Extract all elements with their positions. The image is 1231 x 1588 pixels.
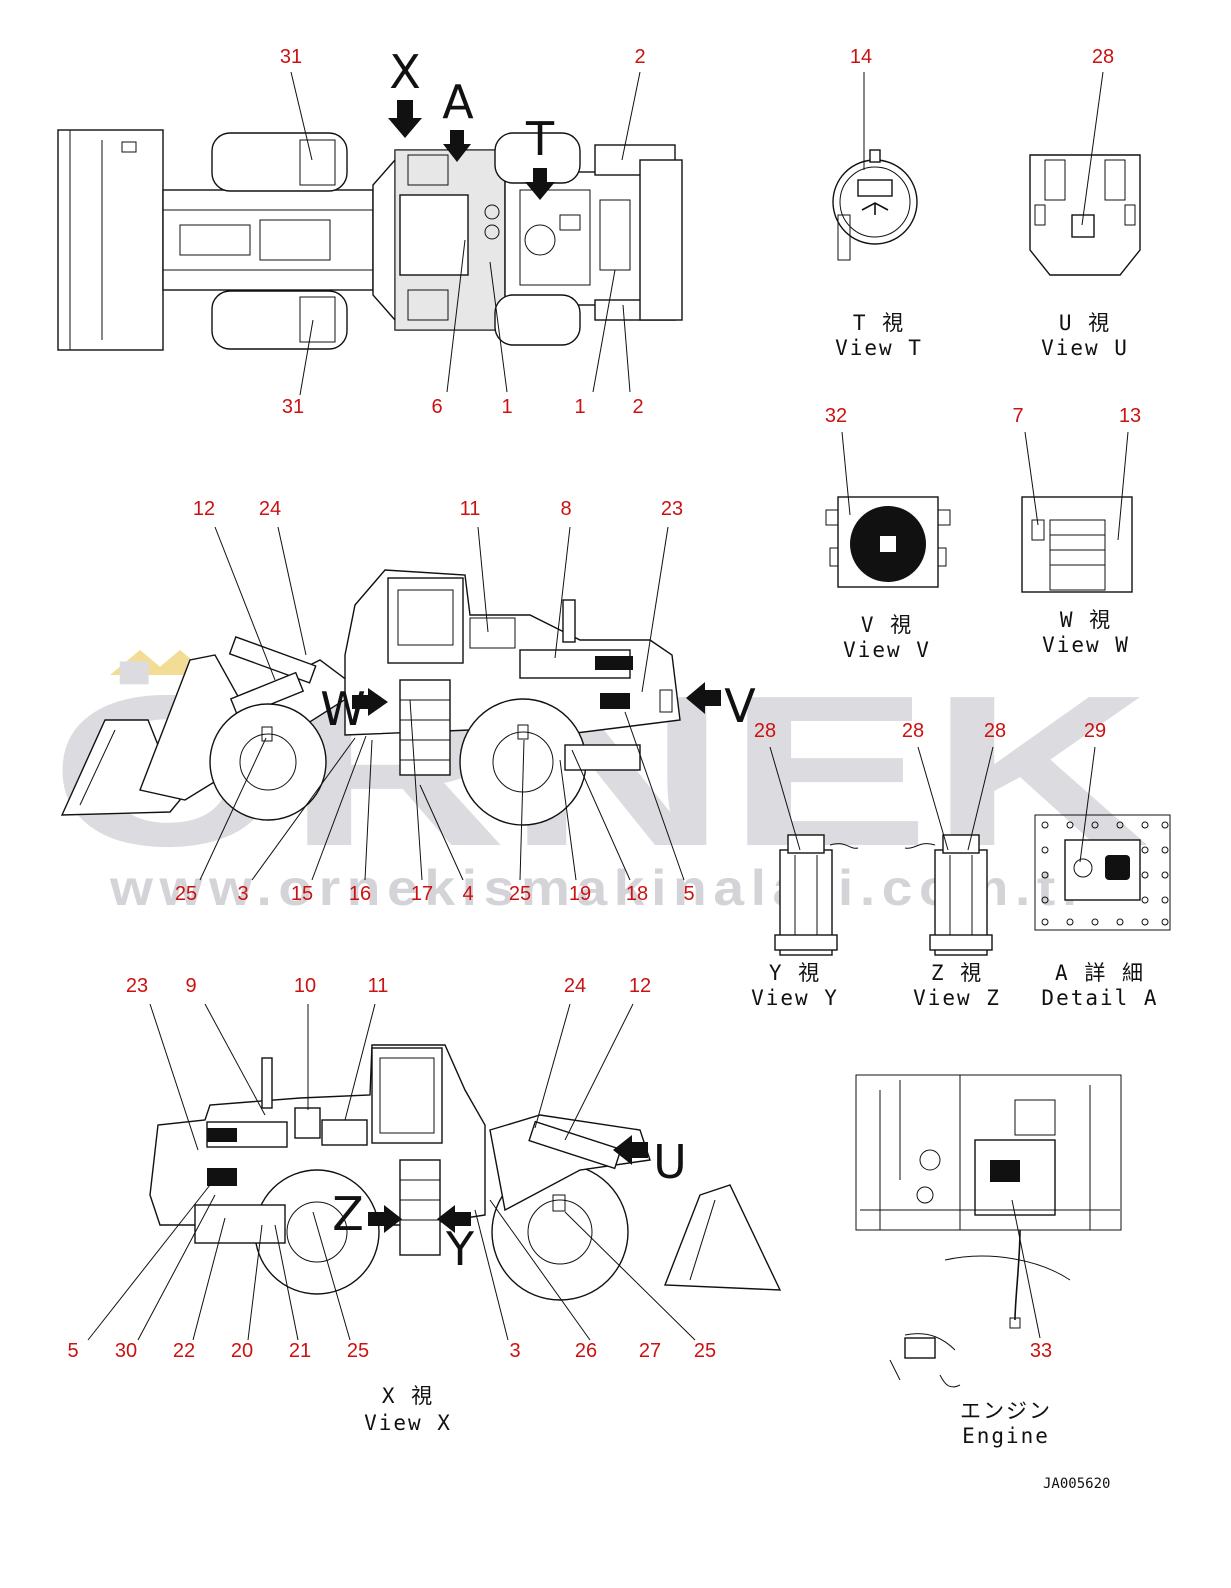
callout-engine-33: 33	[1030, 1340, 1052, 1362]
callout-top-6: 6	[431, 396, 442, 418]
callout-side-17: 17	[411, 883, 433, 905]
view-letter-u: U	[653, 1135, 687, 1189]
callout-side-25a: 25	[175, 883, 197, 905]
callout-x-20: 20	[231, 1340, 253, 1362]
callout-side-3: 3	[237, 883, 248, 905]
detail-a-caption-en: Detail A	[1041, 986, 1158, 1010]
view-x-caption-jp: X 視	[382, 1384, 434, 1408]
view-letter-t: T	[525, 112, 555, 166]
arrow-v	[686, 682, 721, 714]
callout-top-1a: 1	[501, 396, 512, 418]
view-y-diagram	[774, 834, 859, 956]
callout-y-28: 28	[754, 720, 776, 742]
arrow-x	[388, 100, 422, 138]
callout-w-13: 13	[1119, 405, 1141, 427]
callout-side-8: 8	[560, 498, 571, 520]
view-z-caption-en: View Z	[913, 986, 1001, 1010]
arrow-a	[443, 130, 471, 162]
callout-top-1b: 1	[574, 396, 585, 418]
view-u-caption-jp: U 視	[1059, 311, 1111, 335]
callout-x-26: 26	[575, 1340, 597, 1362]
top-view-diagram	[57, 129, 683, 351]
callout-x-5: 5	[67, 1340, 78, 1362]
view-letter-z: Z	[332, 1187, 364, 1241]
arrow-u	[613, 1135, 648, 1165]
view-w-diagram	[1021, 496, 1133, 593]
callout-side-12: 12	[193, 498, 215, 520]
callout-x-27: 27	[639, 1340, 661, 1362]
view-y-caption-en: View Y	[751, 986, 839, 1010]
view-t-diagram	[832, 149, 918, 261]
callout-top-31a: 31	[280, 46, 302, 68]
callout-top-2b: 2	[632, 396, 643, 418]
view-w-caption-en: View W	[1042, 633, 1130, 657]
callout-x-25a: 25	[347, 1340, 369, 1362]
callout-x-25b: 25	[694, 1340, 716, 1362]
callout-x-11: 11	[368, 975, 389, 997]
view-v-caption-jp: V 視	[861, 613, 913, 637]
callout-top-2a: 2	[634, 46, 645, 68]
view-t-caption-jp: T 視	[853, 311, 905, 335]
callout-side-18: 18	[626, 883, 648, 905]
view-x-caption-en: View X	[364, 1411, 452, 1435]
watermark-url: www.ornekismakinalari.com.tr	[109, 860, 1090, 916]
callout-side-25b: 25	[509, 883, 531, 905]
callout-side-16: 16	[349, 883, 371, 905]
engine-caption-jp: エンジン	[960, 1399, 1052, 1423]
engine-caption-en: Engine	[962, 1424, 1050, 1448]
callout-z-28a: 28	[902, 720, 924, 742]
view-u-diagram	[1029, 154, 1141, 276]
callout-x-21: 21	[289, 1340, 311, 1362]
callout-x-10: 10	[294, 975, 316, 997]
callout-side-24: 24	[259, 498, 281, 520]
view-letter-y: Y	[445, 1222, 475, 1276]
view-z-diagram	[904, 834, 993, 956]
callout-x-9: 9	[185, 975, 196, 997]
arrow-t	[525, 168, 555, 200]
callout-a-29: 29	[1084, 720, 1106, 742]
callout-z-28b: 28	[984, 720, 1006, 742]
arrow-w	[352, 688, 388, 716]
callout-u-28: 28	[1092, 46, 1114, 68]
view-u-caption-en: View U	[1041, 336, 1129, 360]
callout-side-4: 4	[462, 883, 473, 905]
callout-side-23: 23	[661, 498, 683, 520]
detail-a-caption-jp: A 詳 細	[1055, 961, 1145, 985]
callout-x-23: 23	[126, 975, 148, 997]
callout-t-14: 14	[850, 46, 872, 68]
callout-top-31b: 31	[282, 396, 304, 418]
view-y-caption-jp: Y 視	[769, 961, 821, 985]
callout-x-22: 22	[173, 1340, 195, 1362]
drawing-code: JA005620	[1043, 1476, 1110, 1492]
detail-a-diagram	[1034, 814, 1171, 931]
view-letter-v: V	[724, 679, 756, 733]
arrow-y	[437, 1205, 471, 1233]
view-letter-a: A	[442, 75, 474, 129]
view-z-caption-jp: Z 視	[931, 961, 983, 985]
callout-x-12: 12	[629, 975, 651, 997]
callout-side-15: 15	[291, 883, 313, 905]
callout-side-5: 5	[683, 883, 694, 905]
callout-x-3: 3	[509, 1340, 520, 1362]
view-x-diagram	[149, 1044, 782, 1301]
view-letter-x: X	[389, 45, 421, 99]
view-v-diagram	[825, 496, 951, 588]
callout-side-11: 11	[460, 498, 481, 520]
view-t-caption-en: View T	[835, 336, 923, 360]
callout-v-32: 32	[825, 405, 847, 427]
callout-x-30: 30	[115, 1340, 137, 1362]
view-w-caption-jp: W 視	[1060, 608, 1112, 632]
callout-w-7: 7	[1012, 405, 1023, 427]
engine-diagram	[855, 1074, 1122, 1388]
view-v-caption-en: View V	[843, 638, 931, 662]
callout-x-24: 24	[564, 975, 586, 997]
arrow-z	[368, 1205, 402, 1233]
callout-side-19: 19	[569, 883, 591, 905]
